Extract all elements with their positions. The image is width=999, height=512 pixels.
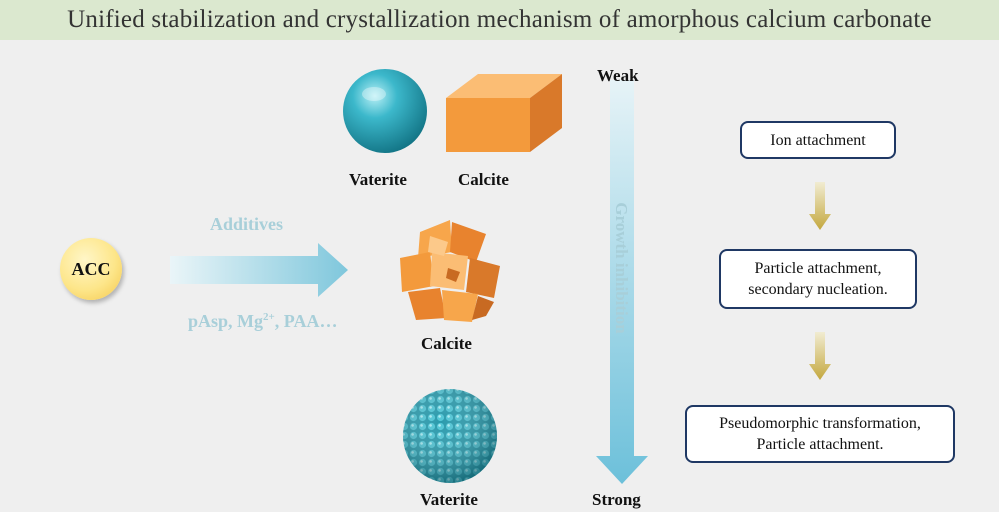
mechanism-3-line-1: Pseudomorphic transformation, [719, 415, 921, 432]
mechanism-3-line-2: Particle attachment. [756, 436, 884, 453]
additives-list-prefix: pAsp, Mg [188, 311, 264, 331]
additives-list: pAsp, Mg2+, PAA… [188, 311, 337, 332]
additives-list-suffix: , PAA… [274, 311, 338, 331]
acc-sphere: ACC [60, 238, 122, 300]
acc-label: ACC [71, 258, 111, 279]
down-arrow-2 [809, 332, 831, 380]
bottom-vaterite-sphere [403, 389, 497, 483]
top-calcite-label: Calcite [458, 170, 509, 189]
page-title: Unified stabilization and crystallizatio… [67, 6, 932, 33]
bottom-vaterite-label: Vaterite [420, 490, 478, 509]
weak-label: Weak [597, 66, 639, 85]
middle-calcite-cluster [400, 220, 500, 322]
mechanism-box-particle-attachment: Particle attachment, secondary nucleatio… [719, 249, 917, 309]
growth-inhibition-label: Growth inhibition [612, 202, 631, 334]
top-calcite-block [446, 74, 562, 152]
strong-label: Strong [592, 490, 641, 509]
additives-label: Additives [210, 214, 284, 234]
mechanism-1-line-1: Ion attachment [770, 131, 866, 149]
mechanism-box-pseudomorphic: Pseudomorphic transformation, Particle a… [685, 405, 955, 463]
down-arrow-1 [809, 182, 831, 230]
additives-arrow-shape [170, 243, 348, 297]
top-vaterite-label: Vaterite [349, 170, 407, 189]
mechanism-2-line-1: Particle attachment, [754, 260, 882, 277]
growth-inhibition-arrow [596, 80, 648, 484]
middle-calcite-label: Calcite [421, 334, 472, 353]
mechanism-2-line-2: secondary nucleation. [748, 281, 888, 298]
additives-list-sup: 2+ [263, 311, 275, 323]
top-vaterite-sphere [343, 69, 427, 153]
title-bar: Unified stabilization and crystallizatio… [0, 0, 999, 40]
mechanism-box-ion-attachment: Ion attachment [740, 121, 896, 159]
